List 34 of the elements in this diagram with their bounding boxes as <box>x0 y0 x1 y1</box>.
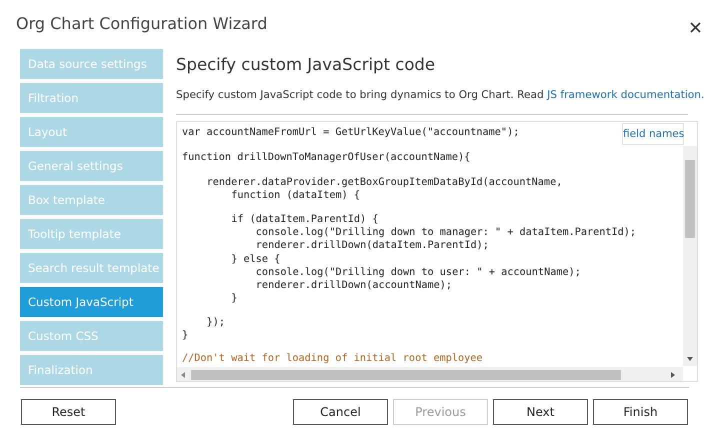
wizard-step-tab: Layout <box>20 117 163 147</box>
wizard-step-tab: Custom CSS <box>20 321 163 351</box>
documentation-link: JS framework documentation. <box>547 89 704 101</box>
button: Cancel <box>293 399 388 425</box>
wizard-step-tab: Box template <box>20 185 163 215</box>
wizard-step-tab: General settings <box>20 151 163 181</box>
code-line: console.log("Drilling down to user: " + accountName); <box>256 266 581 279</box>
button: Reset <box>21 399 116 425</box>
wizard-step-tab: Filtration <box>20 83 163 113</box>
code-line: renderer.drillDown(accountName); <box>256 279 452 292</box>
button: Finish <box>593 399 688 425</box>
wizard-step-tab: Data source settings <box>20 49 163 79</box>
dialog-title: Org Chart Configuration Wizard <box>16 14 268 33</box>
description-text: Specify custom JavaScript code to bring dynamics to Org Chart. Read JS framework documentation. <box>176 89 704 101</box>
wizard-step-tab: Search result template <box>20 253 163 283</box>
section-heading: Specify custom JavaScript code <box>176 55 436 74</box>
wizard-step-tab: Finalization <box>20 355 163 385</box>
button: Previous <box>393 399 488 425</box>
wizard-step-tab: Tooltip template <box>20 219 163 249</box>
field-names-link: field names <box>622 123 684 145</box>
button: Next <box>493 399 588 425</box>
code-line: renderer.dataProvider.getBoxGroupItemDataById(accountName, <box>206 176 562 189</box>
wizard-step-tab: Custom JavaScript <box>20 287 163 317</box>
code-line: } <box>182 329 188 342</box>
code-comment: //Don't wait for loading of initial root employee <box>182 352 483 365</box>
code-line: function drillDownToManagerOfUser(accountName){ <box>182 151 470 164</box>
code-line: } <box>231 292 238 305</box>
code-line: }); <box>206 316 225 329</box>
code-line: var accountNameFromUrl = GetUrlKeyValue("accountname"); <box>182 126 520 139</box>
code-line: if (dataItem.ParentId) { <box>231 213 378 226</box>
code-line: console.log("Drilling down to manager: " + dataItem.ParentId); <box>256 226 636 239</box>
code-line: function (dataItem) { <box>231 189 360 202</box>
code-line: renderer.drillDown(dataItem.ParentId); <box>256 239 489 252</box>
code-line: } else { <box>231 253 280 266</box>
